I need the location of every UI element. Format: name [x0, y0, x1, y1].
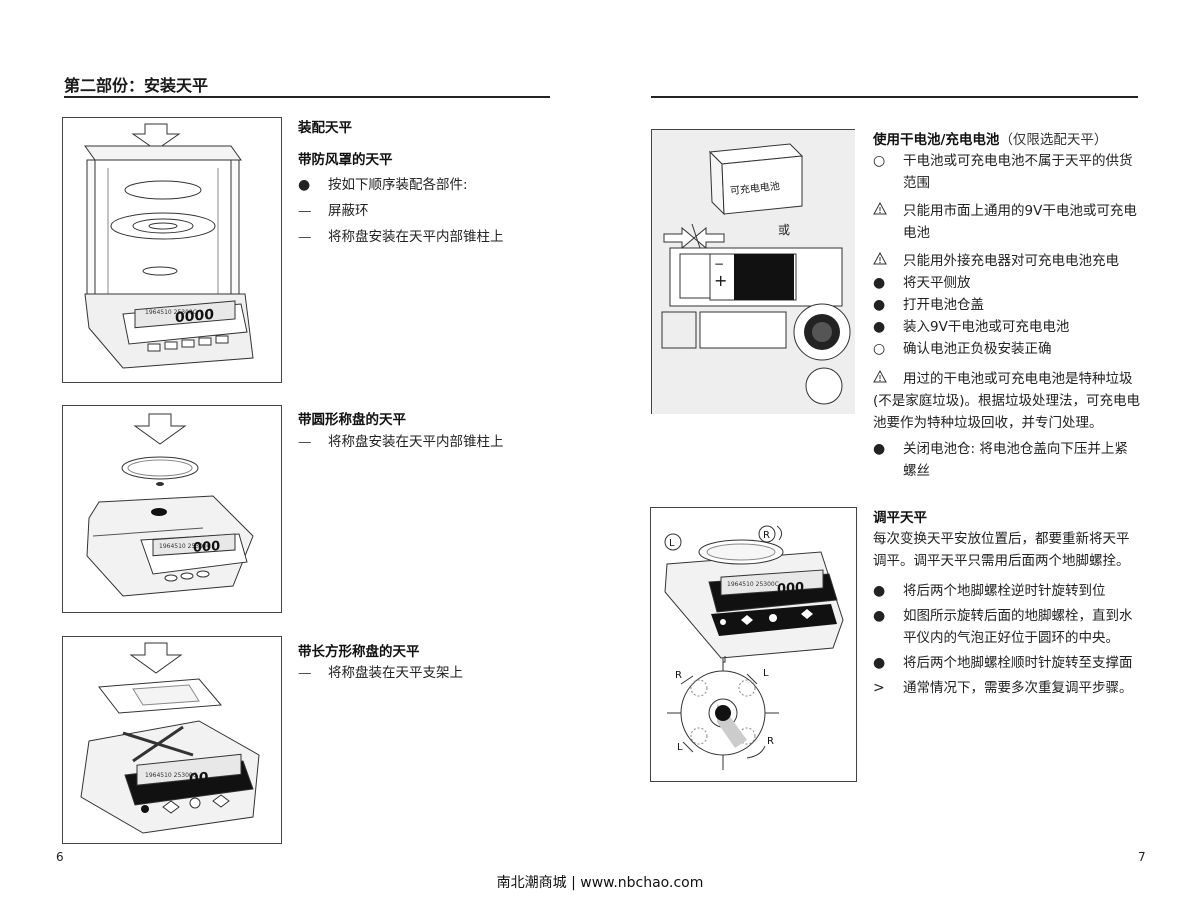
figure-battery: 可充电电池 或 + −	[651, 129, 855, 414]
warning-icon	[873, 250, 903, 272]
figure-rect-pan-balance: 1964510 25300C 00	[62, 636, 282, 844]
display-small-text: 1964510 25300C	[145, 772, 197, 779]
list-item: —将称盘装在天平支架上	[298, 662, 548, 684]
page-title: 第二部份：安装天平	[64, 76, 209, 95]
display-value: 00	[189, 770, 209, 788]
rotate-arrow-icon	[746, 745, 766, 759]
page-number-right: 7	[1138, 850, 1146, 864]
or-label: 或	[778, 223, 790, 237]
battery-illustration: 可充电电池 或 + −	[652, 130, 855, 414]
display-small-text: 1964510 25300C	[159, 543, 211, 550]
leveling-intro: 每次变换天平安放位置后，都要重新将天平调平。调平天平只需用后面两个地脚螺拴。	[873, 531, 1130, 569]
assembly-steps: ●按如下顺序装配各部件: —屏蔽环 —将称盘安装在天平内部锥柱上	[298, 174, 548, 248]
list-item: ○确认电池正负极安装正确	[873, 338, 1141, 360]
dash-marker: —	[298, 203, 312, 219]
result-marker: >	[873, 680, 885, 696]
footer-watermark: 南北潮商城 | www.nbchao.com	[496, 875, 704, 891]
list-item: ●关闭电池仓: 将电池仓盖向下压并上紧螺丝	[873, 438, 1141, 482]
dash-marker: —	[298, 229, 312, 245]
down-arrow-icon	[133, 413, 187, 445]
rotate-arrow-icon	[776, 525, 783, 541]
page-number-left: 6	[56, 850, 64, 864]
figure-round-pan-balance: 1964510 25300C 000	[62, 405, 282, 613]
list-item: >通常情况下，需要多次重复调平步骤。	[873, 677, 1141, 699]
leveling-steps: ●将后两个地脚螺栓逆时针旋转到位 ●如图所示旋转后面的地脚螺栓，直到水平仪内的气…	[873, 580, 1141, 699]
down-arrow-icon	[129, 642, 183, 674]
warning-icon	[873, 200, 903, 222]
leveling-illustration: L R 1964510 25300C 000 R L L R	[664, 525, 844, 770]
right-foot-label: R	[763, 530, 770, 541]
display-small-text: 1964510 25300C	[727, 581, 779, 588]
circle-marker: ○	[873, 341, 886, 357]
list-item: ●装入9V干电池或可充电电池	[873, 316, 1141, 338]
down-arrow-icon	[131, 123, 181, 151]
bullet-marker: ●	[298, 177, 311, 193]
list-item: 只能用市面上通用的9V干电池或可充电电池	[873, 200, 1141, 244]
assembly-title: 装配天平	[298, 120, 352, 136]
plus-sign-icon: +	[714, 271, 727, 290]
warning-icon	[873, 368, 903, 390]
round-pan-title: 带圆形称盘的天平	[298, 412, 406, 428]
bullet-marker: ●	[873, 297, 886, 313]
rotate-arrow-icon	[746, 673, 758, 685]
leveling-title: 调平天平	[873, 510, 927, 526]
battery-close-step: ●关闭电池仓: 将电池仓盖向下压并上紧螺丝	[873, 438, 1141, 482]
bullet-marker: ●	[873, 655, 886, 671]
right-header-rule	[651, 96, 1138, 98]
svg-text:L: L	[763, 668, 769, 679]
display-value: 000	[777, 580, 804, 597]
minus-sign-icon: −	[714, 257, 724, 271]
list-item: ●将后两个地脚螺栓顺时针旋转至支撑面	[873, 652, 1141, 674]
list-item: —屏蔽环	[298, 200, 548, 222]
rotate-arrow-icon	[680, 675, 694, 685]
left-header-rule	[64, 96, 550, 98]
display-value: 0000	[175, 307, 214, 326]
rect-pan-title: 带长方形称盘的天平	[298, 644, 420, 660]
list-item: ●打开电池仓盖	[873, 294, 1141, 316]
rotate-arrow-icon	[682, 741, 694, 753]
list-item: ●按如下顺序装配各部件:	[298, 174, 548, 196]
dash-marker: —	[298, 665, 312, 681]
list-item: 只能用外接充电器对可充电电池充电	[873, 250, 1141, 272]
list-item: ●如图所示旋转后面的地脚螺栓，直到水平仪内的气泡正好位于圆环的中央。	[873, 605, 1141, 649]
rect-pan-balance-illustration: 1964510 25300C 00	[80, 642, 260, 834]
circle-marker: ○	[873, 153, 886, 169]
battery-steps: ○干电池或可充电电池不属于天平的供货范围 只能用市面上通用的9V干电池或可充电电…	[873, 150, 1141, 360]
dash-marker: —	[298, 434, 312, 450]
list-item: ●将后两个地脚螺栓逆时针旋转到位	[873, 580, 1141, 602]
svg-text:L: L	[677, 742, 683, 753]
bullet-marker: ●	[873, 275, 886, 291]
battery-warning-paragraph: 用过的干电池或可充电电池是特种垃圾(不是家庭垃圾)。根据垃圾处理法，可充电电池要…	[873, 368, 1141, 434]
double-arrow-icon	[663, 226, 695, 250]
bullet-marker: ●	[873, 583, 886, 599]
svg-text:R: R	[675, 670, 682, 681]
draft-shield-balance-illustration: 1964510 25300C 0000	[84, 123, 254, 369]
display-value: 000	[193, 539, 220, 556]
list-item: —将称盘安装在天平内部锥柱上	[298, 431, 548, 453]
round-pan-steps: —将称盘安装在天平内部锥柱上	[298, 431, 548, 453]
figure-leveling: L R 1964510 25300C 000 R L L R	[650, 507, 857, 782]
rect-pan-steps: —将称盘装在天平支架上	[298, 662, 548, 684]
bullet-marker: ●	[873, 319, 886, 335]
bullet-marker: ●	[873, 608, 886, 624]
battery-title: 使用干电池/充电电池（仅限选配天平）	[873, 132, 1108, 148]
figure-draft-shield-balance: 1964510 25300C 0000	[62, 117, 282, 383]
draft-shield-subtitle: 带防风罩的天平	[298, 152, 393, 168]
svg-text:R: R	[767, 736, 774, 747]
list-item: ○干电池或可充电电池不属于天平的供货范围	[873, 150, 1141, 194]
bullet-marker: ●	[873, 441, 886, 457]
round-pan-balance-illustration: 1964510 25300C 000	[86, 413, 254, 597]
list-item: ●将天平侧放	[873, 272, 1141, 294]
display-small-text: 1964510 25300C	[145, 309, 197, 316]
battery-title-note: （仅限选配天平）	[999, 132, 1108, 148]
left-foot-label: L	[669, 538, 675, 549]
list-item: —将称盘安装在天平内部锥柱上	[298, 226, 548, 248]
